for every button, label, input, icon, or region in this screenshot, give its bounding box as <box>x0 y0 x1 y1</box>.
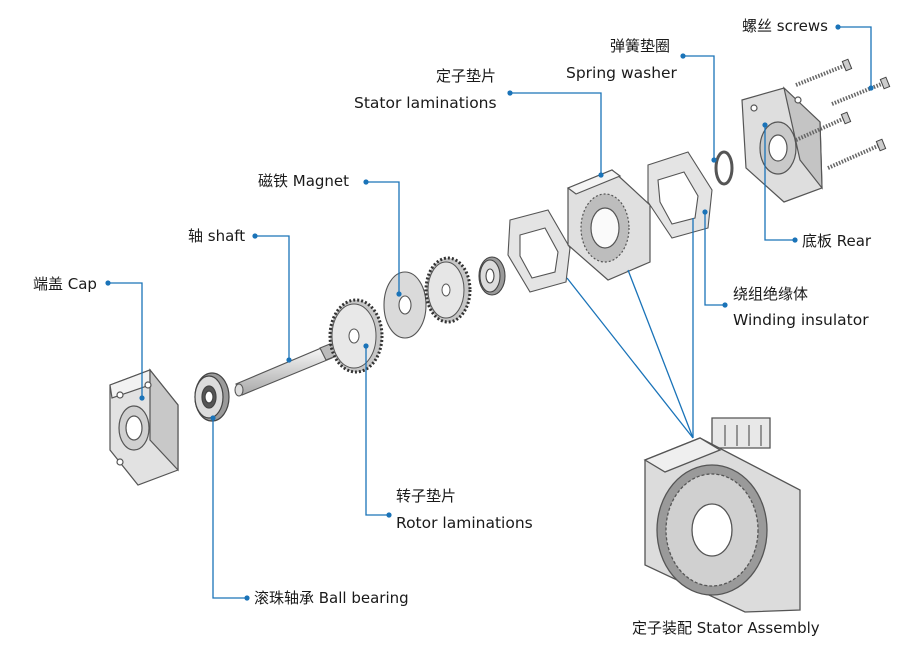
dot-screws-start <box>835 24 841 30</box>
dot-stator-lam-end <box>598 172 604 178</box>
leader-dots <box>105 24 874 601</box>
label-winding-insulator-cn: 绕组绝缘体 <box>733 285 809 303</box>
dot-washer-end <box>711 157 717 163</box>
rear-plate-part <box>741 86 823 203</box>
label-magnet: 磁铁 Magnet <box>258 172 350 190</box>
dot-bearing-end <box>210 415 216 421</box>
shaft-part <box>234 343 337 397</box>
dot-shaft-end <box>286 357 292 363</box>
winding-insulator-front-part <box>507 209 571 293</box>
dot-washer-start <box>680 53 686 59</box>
dot-rear-start <box>792 237 798 243</box>
dot-cap-end <box>139 395 145 401</box>
rotor-laminations-part <box>328 298 384 374</box>
dot-winding-start <box>722 302 728 308</box>
dot-screws-end <box>868 85 874 91</box>
stator-assembly-part <box>643 417 801 613</box>
small-bearing-part <box>478 256 506 296</box>
label-stator-laminations-cn: 定子垫片 <box>436 67 497 85</box>
rotor-gear-part <box>424 256 472 324</box>
dot-stator-lam-start <box>507 90 513 96</box>
dot-winding-end <box>702 209 708 215</box>
leader-lines <box>108 26 872 599</box>
label-rotor-laminations-en: Rotor laminations <box>396 514 533 532</box>
label-cap: 端盖 Cap <box>33 275 97 293</box>
label-screws: 螺丝 screws <box>742 17 828 35</box>
dot-magnet-start <box>363 179 369 185</box>
spring-washer-part <box>714 150 734 186</box>
screws-part <box>795 58 891 170</box>
dot-rotor-lam-end <box>363 343 369 349</box>
label-stator-laminations-en: Stator laminations <box>354 94 497 112</box>
ball-bearing-part <box>194 372 230 422</box>
dot-bearing-start <box>244 595 250 601</box>
label-ball-bearing: 滚珠轴承 Ball bearing <box>254 589 409 607</box>
winding-insulator-rear-part <box>647 151 713 239</box>
dot-cap-start <box>105 280 111 286</box>
label-rear: 底板 Rear <box>802 232 872 250</box>
label-winding-insulator-en: Winding insulator <box>733 311 869 329</box>
label-stator-assembly: 定子装配 Stator Assembly <box>632 619 820 637</box>
label-shaft: 轴 shaft <box>188 227 246 245</box>
label-rotor-laminations-cn: 转子垫片 <box>396 487 457 505</box>
dot-rear-end <box>762 122 768 128</box>
label-spring-washer-cn: 弹簧垫圈 <box>610 37 671 55</box>
dot-magnet-end <box>396 291 402 297</box>
cap-part <box>109 368 179 486</box>
stator-laminations-part <box>566 169 651 281</box>
dot-rotor-lam-start <box>386 512 392 518</box>
dot-shaft-start <box>252 233 258 239</box>
magnet-part <box>383 271 427 339</box>
label-spring-washer-en: Spring washer <box>566 64 677 82</box>
